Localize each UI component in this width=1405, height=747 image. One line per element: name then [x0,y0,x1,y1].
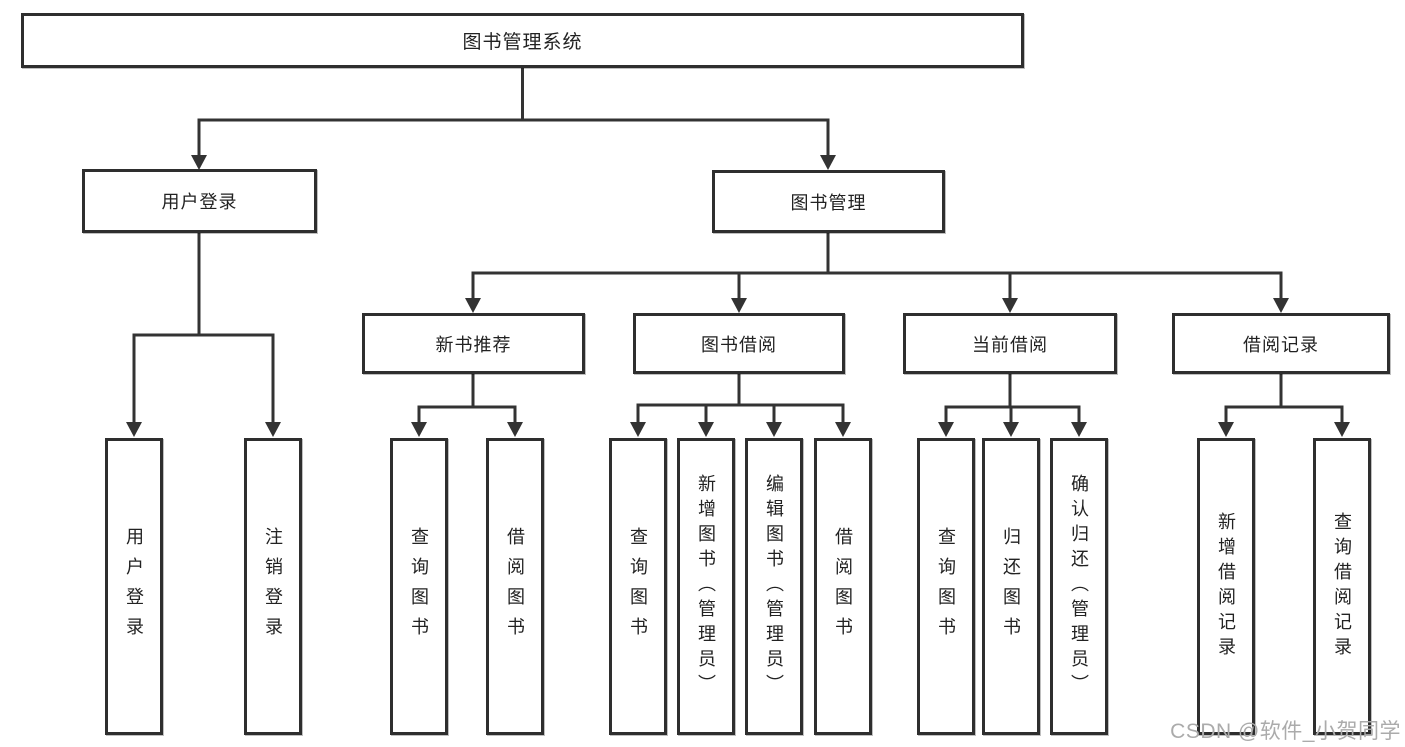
connector-level3 [471,271,1283,299]
arrowhead [1002,298,1018,313]
arrowhead [630,422,646,437]
leaf-add-book-admin: 新增图书（管理员） [677,438,735,735]
connector-recommend-leaves [417,405,517,423]
connector-level2 [197,118,830,156]
arrowhead [835,422,851,437]
arrowhead [1071,422,1087,437]
arrowhead [1218,422,1234,437]
leaf-borrow-books: 借阅图书 [814,438,872,735]
leaf-query-books-borrow: 查询图书 [609,438,667,735]
arrowhead [820,155,836,170]
leaf-query-books-current: 查询图书 [917,438,975,735]
leaf-query-books-recommend: 查询图书 [390,438,448,735]
connector-userlogin-leaves [132,333,275,423]
arrowhead [698,422,714,437]
node-borrow-records: 借阅记录 [1172,313,1390,374]
leaf-user-login: 用户登录 [105,438,163,735]
node-book-borrow: 图书借阅 [633,313,845,374]
arrowhead [126,422,142,437]
node-book-management: 图书管理 [712,170,945,233]
leaf-return-book: 归还图书 [982,438,1040,735]
arrowhead [465,298,481,313]
arrowhead [938,422,954,437]
arrowhead [191,155,207,170]
node-library-system: 图书管理系统 [21,13,1024,68]
node-current-borrow: 当前借阅 [903,313,1117,374]
csdn-watermark: CSDN @软件_小贺同学 [1170,720,1401,743]
leaf-logout: 注销登录 [244,438,302,735]
leaf-add-borrow-record: 新增借阅记录 [1197,438,1255,735]
arrowhead [265,422,281,437]
arrowhead [1003,422,1019,437]
leaf-query-borrow-record: 查询借阅记录 [1313,438,1371,735]
arrowhead [1273,298,1289,313]
node-user-login: 用户登录 [82,169,317,233]
arrowhead [1334,422,1350,437]
arrowhead [731,298,747,313]
connector-borrow-leaves [636,403,845,423]
leaf-edit-book-admin: 编辑图书（管理员） [745,438,803,735]
connector-records-leaves [1224,405,1344,423]
leaf-confirm-return-admin: 确认归还（管理员） [1050,438,1108,735]
node-new-book-recommend: 新书推荐 [362,313,585,374]
arrowhead [507,422,523,437]
leaf-borrow-books-recommend: 借阅图书 [486,438,544,735]
arrowhead [766,422,782,437]
arrowhead [411,422,427,437]
